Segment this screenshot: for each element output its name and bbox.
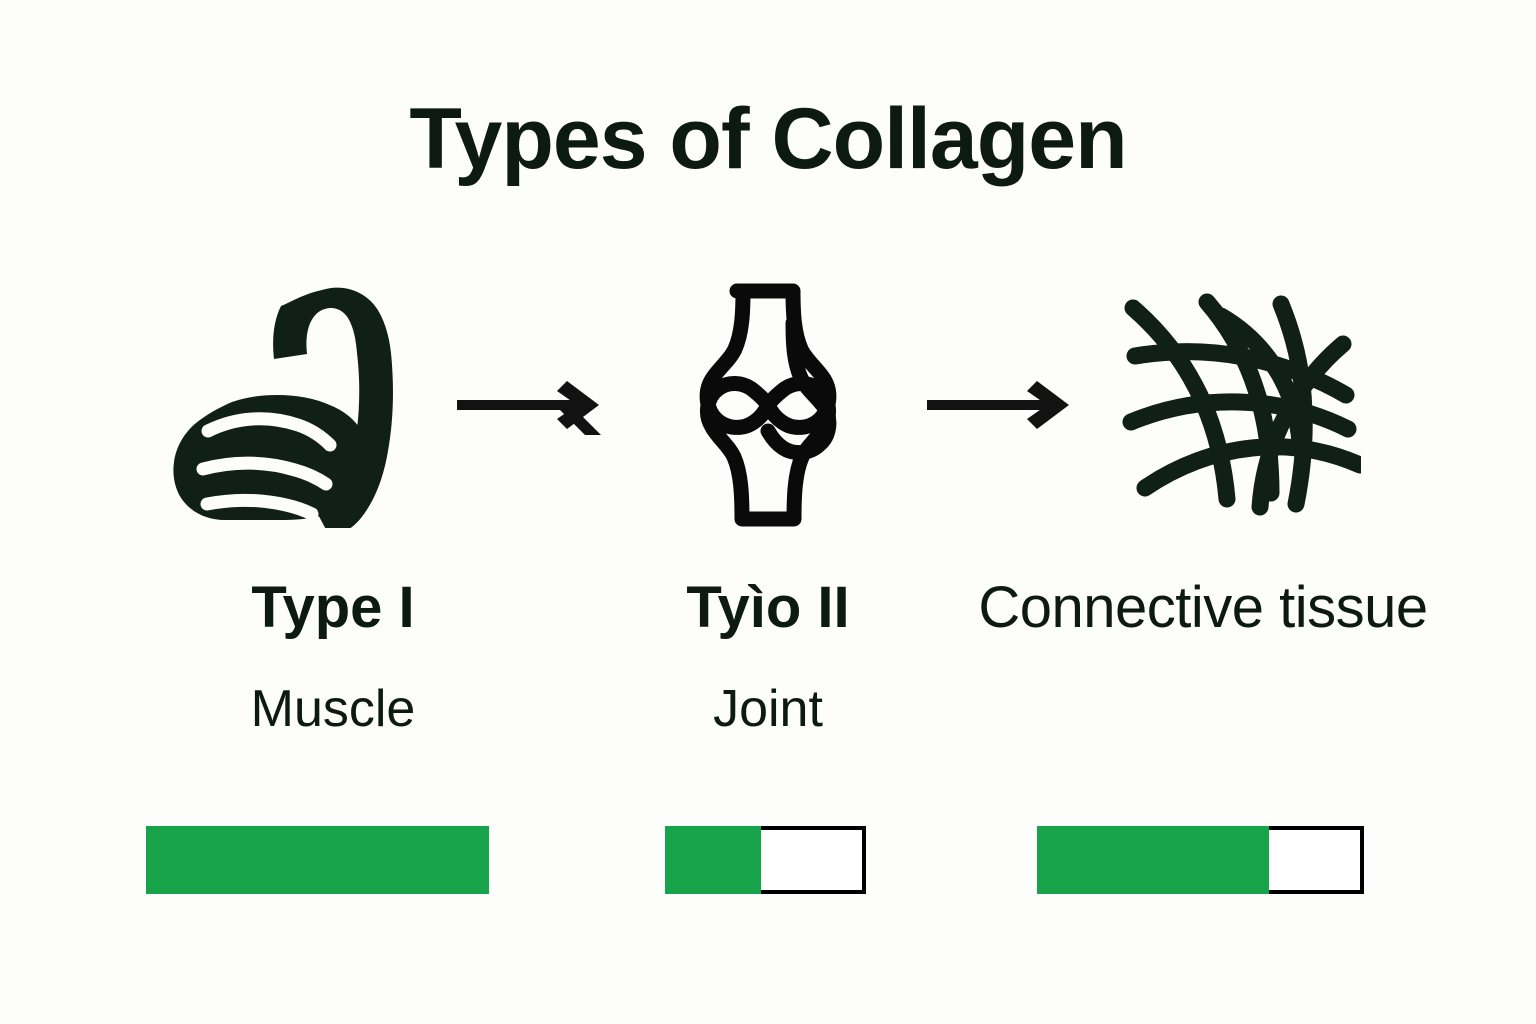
page-title: Types of Collagen	[409, 91, 1127, 187]
column-2-labels: Tyìo II Joint	[568, 575, 968, 739]
column-2-progress-bar	[665, 826, 866, 894]
knee-joint-icon	[618, 275, 918, 535]
column-1-labels: Type I Muscle	[98, 575, 568, 739]
icon-row	[0, 275, 1536, 575]
column-1-subtitle: Muscle	[250, 680, 416, 739]
column-3-heading: Connective tissue	[978, 575, 1428, 640]
bar-row	[0, 826, 1536, 896]
column-1-progress-bar	[146, 826, 489, 894]
arrow-1	[448, 275, 618, 535]
column-2-heading: Tyìo II	[686, 575, 850, 640]
column-3-progress-fill	[1037, 826, 1270, 894]
column-3-labels: Connective tissue	[968, 575, 1438, 737]
flexed-bicep-icon	[148, 275, 448, 535]
arrow-2	[918, 275, 1088, 535]
column-1-heading: Type I	[251, 575, 415, 640]
column-2-subtitle: Joint	[713, 680, 823, 739]
column-1-progress-fill	[146, 826, 489, 894]
fiber-mesh-icon	[1088, 275, 1388, 535]
column-3-progress-bar	[1037, 826, 1364, 894]
label-row: Type I Muscle Tyìo II Joint Connective t…	[0, 575, 1536, 739]
column-2-progress-fill	[665, 826, 762, 894]
